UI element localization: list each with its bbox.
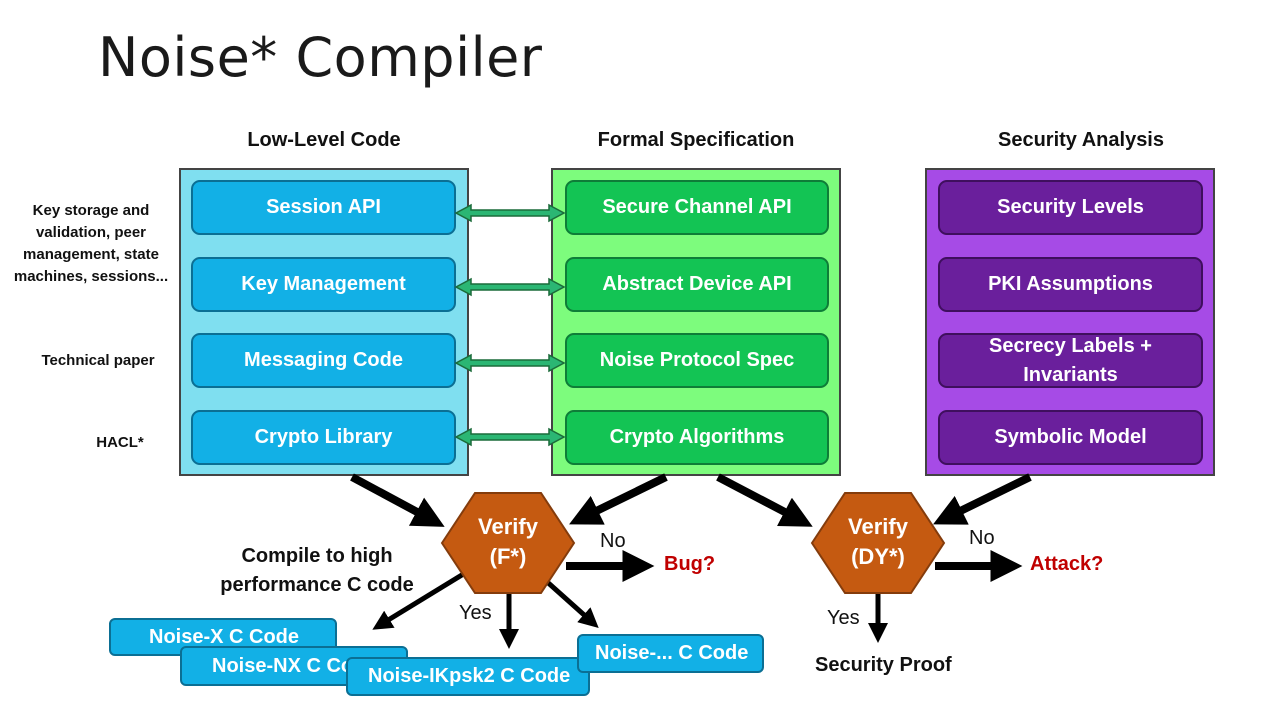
no-label-dy: No (969, 527, 995, 549)
security-proof-label: Security Proof (815, 654, 952, 676)
secrecy-labels-box: Secrecy Labels + Invariants (938, 333, 1203, 388)
abstract-device-api-box: Abstract Device API (565, 257, 829, 312)
arrow-formal-to-dy (716, 473, 813, 527)
column-header-formal: Formal Specification (597, 129, 795, 151)
side-note-session: Key storage and validation, peer managem… (13, 202, 169, 285)
link-arrows (454, 203, 566, 447)
arrow-low-to-verify (350, 473, 445, 527)
verify-dy-line2: (DY*) (851, 544, 905, 569)
verify-fstar-hexagon (440, 492, 576, 594)
side-note-crypto: HACL* (96, 434, 144, 451)
symbolic-model-box: Symbolic Model (938, 410, 1203, 465)
attack-label: Attack? (1030, 553, 1104, 575)
link-arrow-2 (454, 277, 566, 297)
compile-label: Compile to high performance C code (220, 545, 414, 596)
no-label-fstar: No (600, 530, 626, 552)
arrow-formal-to-verify (569, 473, 668, 525)
column-header-low-level: Low-Level Code (247, 129, 401, 151)
arrow-to-output-x (372, 567, 472, 630)
link-arrow-1 (454, 203, 566, 223)
link-arrow-3 (454, 353, 566, 373)
side-note-messaging: Technical paper (41, 352, 155, 369)
yes-label-fstar: Yes (459, 602, 492, 624)
bug-label: Bug? (664, 553, 716, 575)
arrow-to-output-generic (543, 578, 599, 628)
slide-title: Noise* Compiler (98, 26, 543, 89)
output-noise-generic: Noise-... C Code (577, 634, 764, 673)
arrow-security-to-dy (933, 473, 1032, 525)
messaging-code-box: Messaging Code (191, 333, 456, 388)
output-noise-ikpsk2: Noise-IKpsk2 C Code (346, 657, 590, 696)
link-arrow-4 (454, 427, 566, 447)
verify-fstar-line1: Verify (478, 514, 538, 539)
column-header-security: Security Analysis (997, 129, 1164, 151)
security-levels-box: Security Levels (938, 180, 1203, 235)
key-management-box: Key Management (191, 257, 456, 312)
verify-dy-hexagon (810, 492, 946, 594)
output-noise-x: Noise-X C Code (109, 618, 337, 656)
verify-fstar-line2: (F*) (489, 544, 527, 569)
pki-assumptions-box: PKI Assumptions (938, 257, 1203, 312)
crypto-library-box: Crypto Library (191, 410, 456, 465)
verify-dy-line1: Verify (848, 514, 908, 539)
crypto-algorithms-box: Crypto Algorithms (565, 410, 829, 465)
yes-label-dy: Yes (827, 607, 860, 629)
session-api-box: Session API (191, 180, 456, 235)
noise-protocol-spec-box: Noise Protocol Spec (565, 333, 829, 388)
secure-channel-api-box: Secure Channel API (565, 180, 829, 235)
